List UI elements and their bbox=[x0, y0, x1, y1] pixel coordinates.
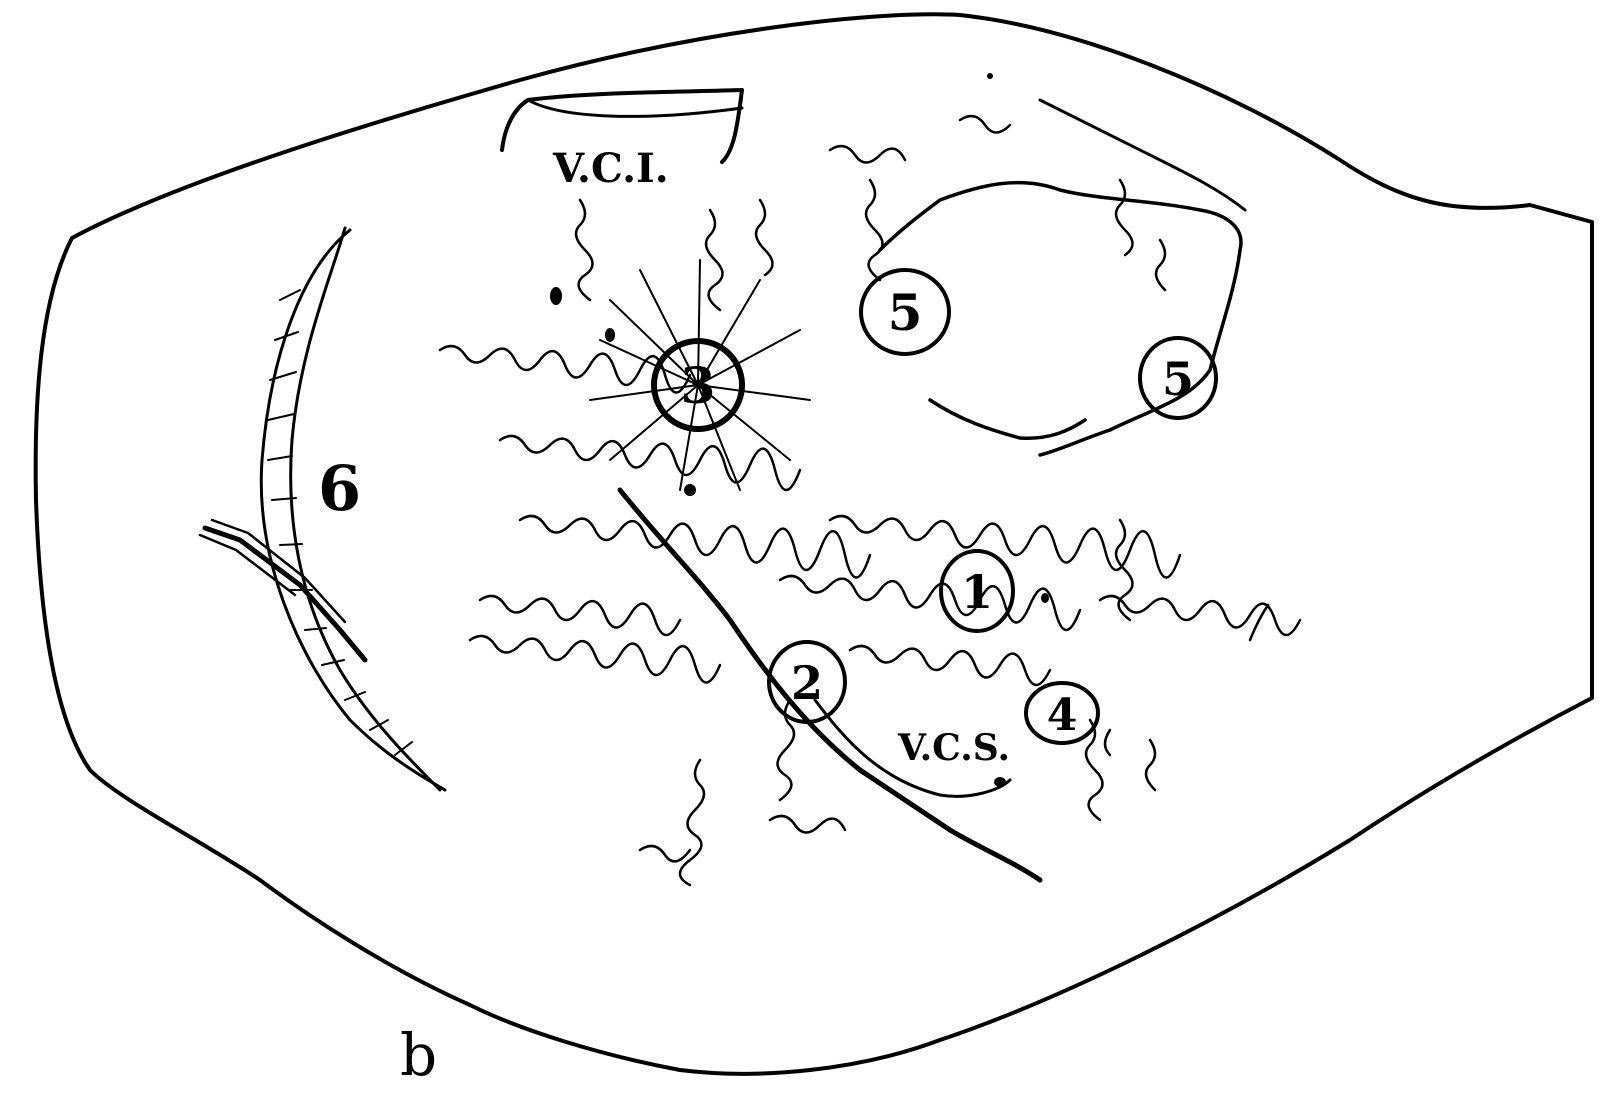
vci-vessel-rim bbox=[528, 100, 742, 116]
vcs-main-vessel bbox=[620, 490, 1040, 880]
vcs-label: V.C.S. bbox=[897, 727, 1010, 769]
marker-4: 4 bbox=[1026, 683, 1098, 743]
figure-caption: b bbox=[400, 1021, 437, 1089]
organ-outline bbox=[36, 14, 1592, 1073]
marker-4-label: 4 bbox=[1047, 690, 1078, 741]
marker-5-left: 5 bbox=[861, 270, 949, 354]
marker-5-left-label: 5 bbox=[888, 283, 923, 342]
marker-1-label: 1 bbox=[961, 565, 993, 619]
marker-2-label: 2 bbox=[791, 656, 823, 710]
marker-5-right-label: 5 bbox=[1162, 352, 1194, 406]
upper-right-lobe bbox=[880, 183, 1241, 455]
marker-3-label: 3 bbox=[681, 356, 716, 415]
structure-6-label: 6 bbox=[318, 452, 361, 525]
vci-label: V.C.I. bbox=[552, 145, 669, 192]
marker-2: 2 bbox=[769, 642, 845, 722]
vessel-network bbox=[440, 116, 1300, 885]
